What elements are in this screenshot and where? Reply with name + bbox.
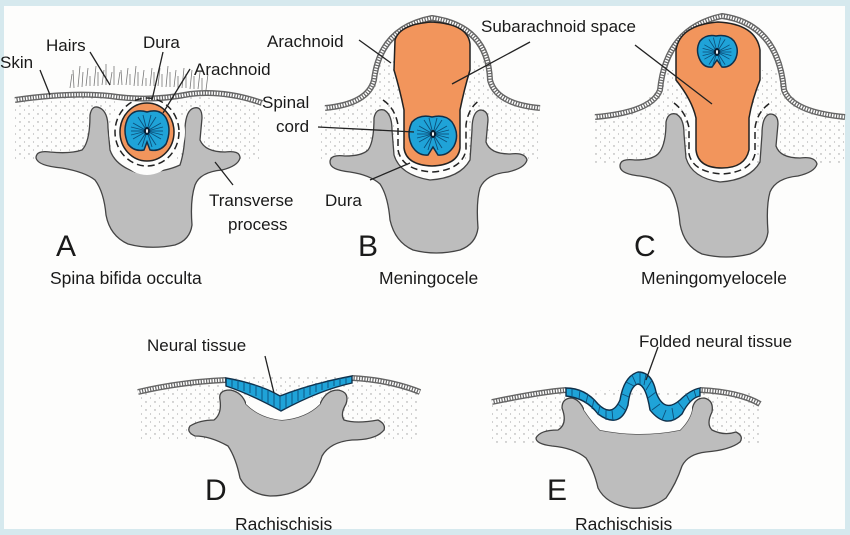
label-dura: Dura — [143, 33, 180, 52]
caption-c: Meningomyelocele — [641, 268, 787, 288]
neural-tissue-leader — [264, 355, 275, 394]
label-transverse: Transverse — [209, 191, 293, 210]
subarachnoid-space — [675, 21, 761, 169]
panel-letter-a: A — [56, 230, 76, 263]
caption-d: Rachischisis — [235, 514, 332, 534]
caption-a: Spina bifida occulta — [50, 268, 202, 288]
dura-leader — [369, 162, 411, 181]
neural-tissue — [225, 375, 353, 412]
panel-a: Skin Hairs Dura Arachnoid Transverse pro… — [0, 33, 293, 288]
label-skin: Skin — [0, 53, 33, 72]
label-spinal: Spinal — [262, 93, 309, 112]
panel-letter-b: B — [358, 230, 378, 263]
label-cord: cord — [276, 117, 309, 136]
label-neural-tissue: Neural tissue — [147, 336, 246, 355]
subarachnoid-space-leader — [634, 44, 713, 105]
panel-letter-d: D — [205, 474, 227, 507]
panel-c: C Meningomyelocele — [594, 12, 846, 288]
spinal-cord-leader — [317, 126, 415, 133]
transverse-process-leader — [214, 161, 234, 186]
hairs-leader — [89, 51, 111, 86]
label-arachnoid: Arachnoid — [267, 32, 344, 51]
arachnoid-leader — [358, 39, 392, 64]
panel-e: Folded neural tissue E Rachischisis — [491, 332, 792, 534]
vertebra-bone — [329, 109, 528, 254]
dura-membrane — [114, 97, 180, 167]
dura-leader — [151, 51, 164, 101]
skin-leader — [39, 69, 51, 96]
label-subarachnoid-space: Subarachnoid space — [481, 17, 636, 36]
caption-e: Rachischisis — [575, 514, 672, 534]
vertebra-bone — [619, 113, 818, 258]
arachnoid-leader — [162, 68, 191, 114]
label-process: process — [228, 215, 288, 234]
caption-b: Meningocele — [379, 268, 478, 288]
label-hairs: Hairs — [46, 36, 86, 55]
panel-letter-c: C — [634, 230, 656, 263]
label-dura: Dura — [325, 191, 362, 210]
folded-neural-tissue-leader — [645, 346, 659, 381]
panel-b: Arachnoid Subarachnoid space Spinal cord… — [262, 14, 636, 288]
subarachnoid-space-leader — [451, 41, 531, 85]
panel-letter-e: E — [547, 474, 567, 507]
label-arachnoid: Arachnoid — [194, 60, 271, 79]
label-folded-neural-tissue: Folded neural tissue — [639, 332, 792, 351]
hairs — [69, 64, 209, 91]
panel-d: Neural tissue D Rachischisis — [137, 336, 422, 534]
